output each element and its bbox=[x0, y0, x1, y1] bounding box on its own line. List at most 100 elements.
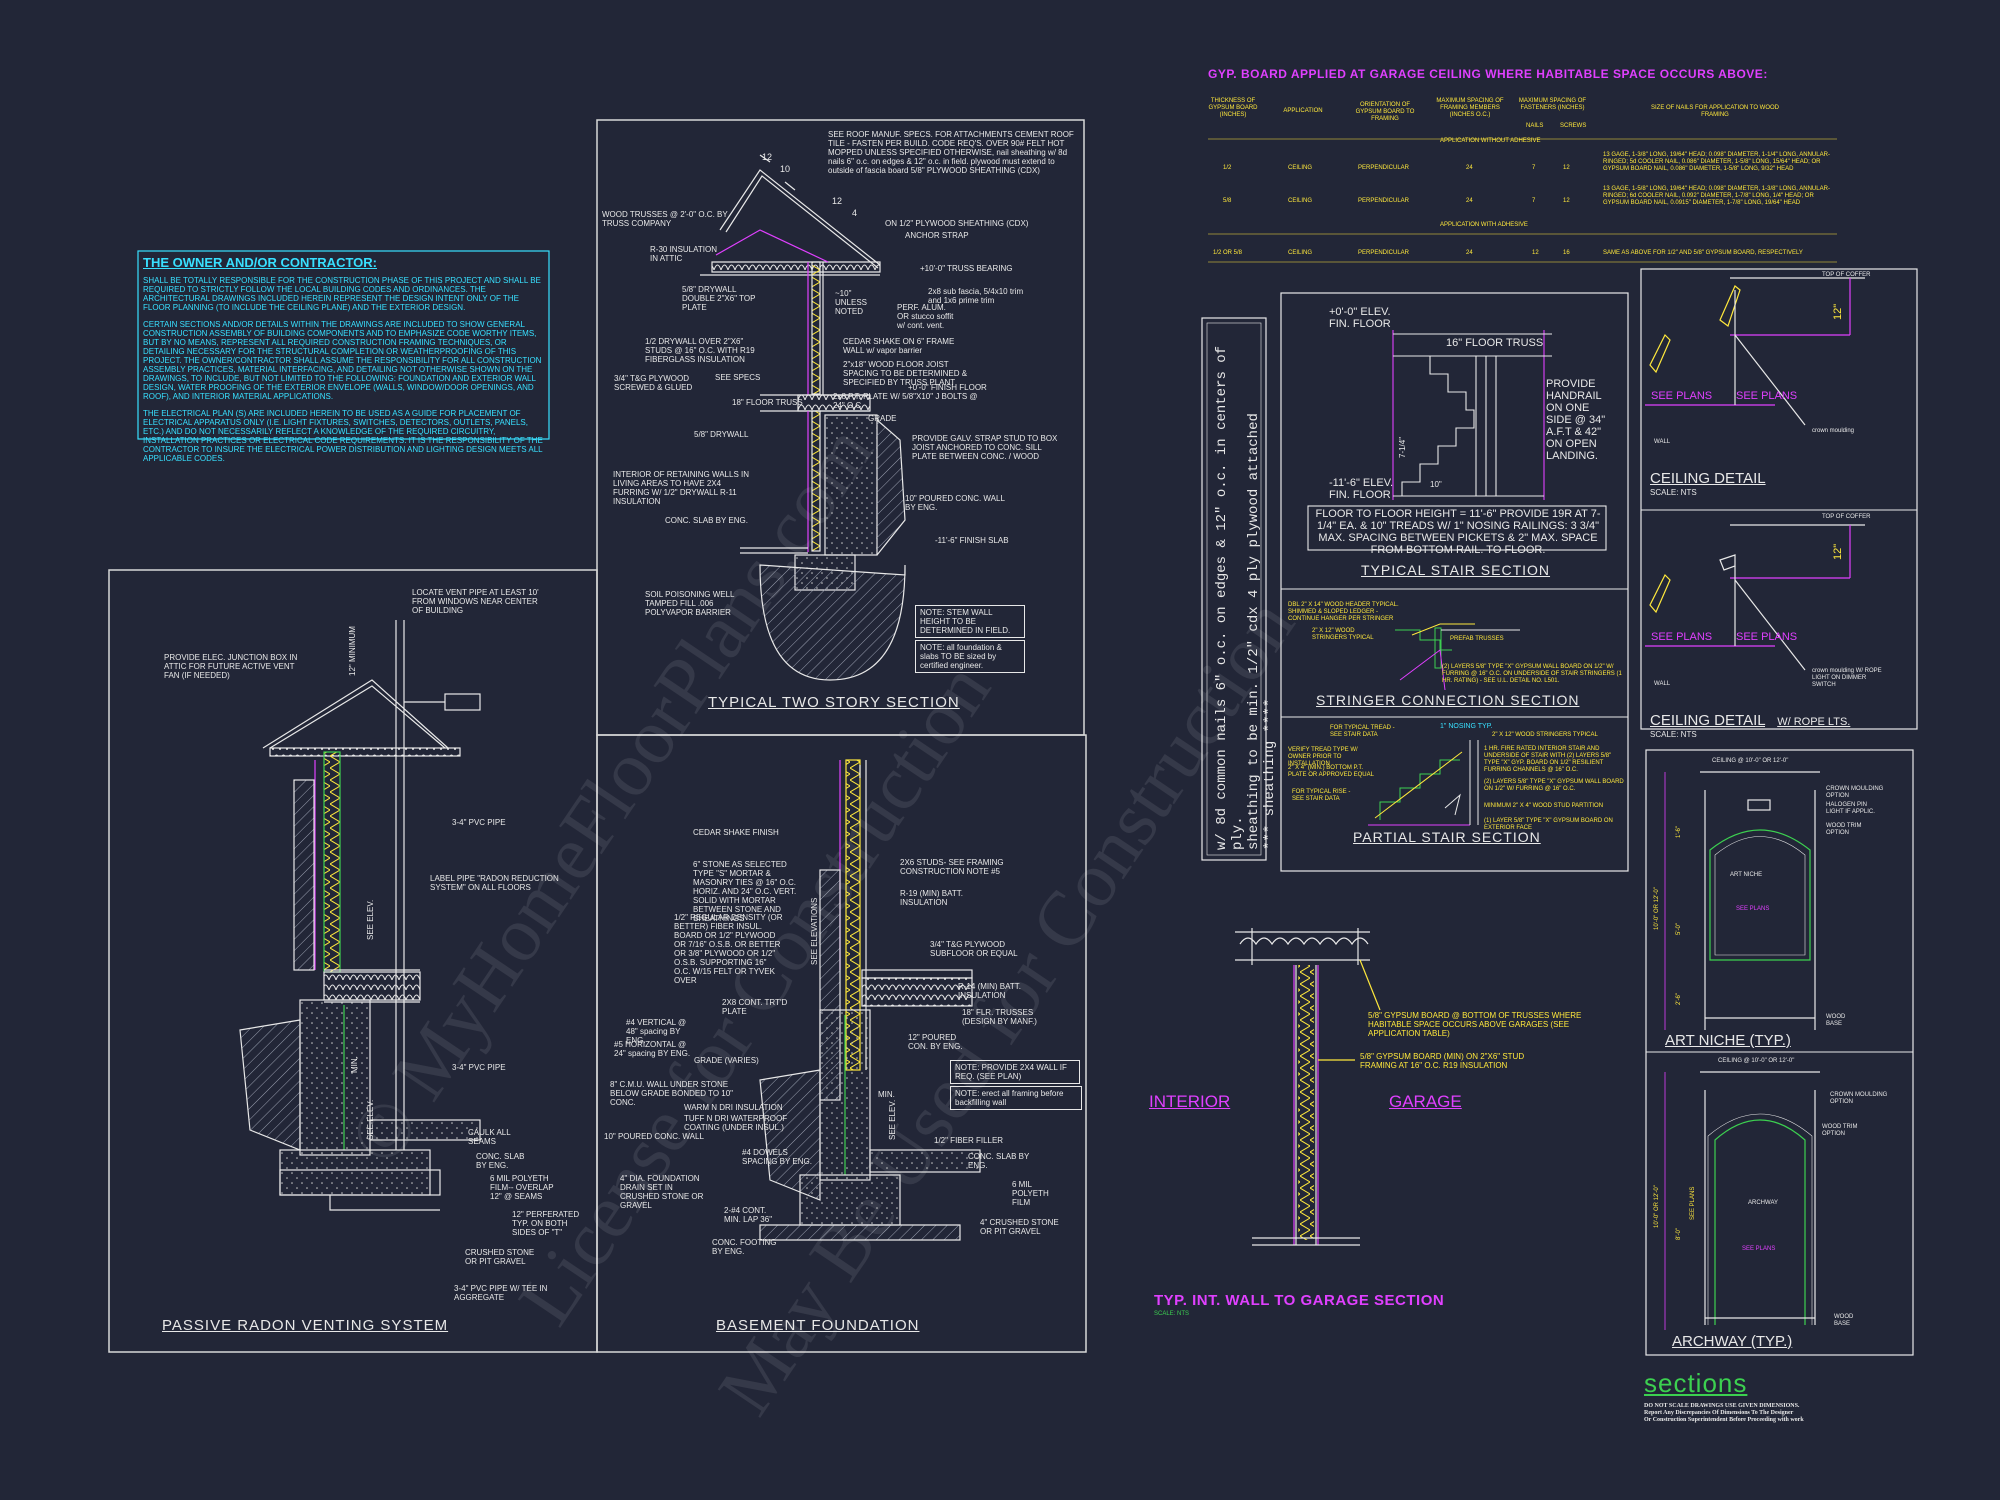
archway-dim: 8'-0" bbox=[1676, 1228, 1682, 1240]
ceiling2-crown: crown moulding W/ ROPE LIGHT ON DIMMER S… bbox=[1812, 668, 1882, 688]
two-story-title: TYPICAL TWO STORY SECTION bbox=[708, 694, 960, 711]
two-story-label: +0'-0" FINISH FLOOR bbox=[908, 383, 987, 392]
gyp-sub-nails: NAILS bbox=[1526, 123, 1544, 129]
gyp-cell: 1/2 bbox=[1223, 165, 1232, 171]
art-niche-drawing bbox=[1664, 771, 1820, 1030]
gyp-cell: 24 bbox=[1466, 198, 1473, 204]
archway-drawing bbox=[1664, 1071, 1820, 1330]
archway-title: ARCHWAY (TYP.) bbox=[1672, 1333, 1793, 1350]
sheet-note-line-3: Or Construction Superintendent Before Pr… bbox=[1644, 1417, 1804, 1423]
basement-label: 1/2" FIBER FILLER bbox=[934, 1136, 1004, 1145]
radon-label: SEE ELEV. bbox=[366, 1099, 375, 1140]
stair-handrail-note: PROVIDE HANDRAIL ON ONE SIDE @ 34" A.F.T… bbox=[1546, 378, 1606, 462]
two-story-label: CEDAR SHAKE ON 6" FRAME WALL w/ vapor ba… bbox=[843, 337, 955, 355]
basement-label: 3/4" T&G PLYWOOD SUBFLOOR OR EQUAL bbox=[930, 940, 1018, 958]
art-niche-title: ART NICHE (TYP.) bbox=[1665, 1032, 1791, 1049]
two-story-label: WOOD TRUSSES @ 2'-0" O.C. BY TRUSS COMPA… bbox=[602, 210, 728, 228]
basement-label: 6" STONE AS SELECTED TYPE "S" MORTAR & M… bbox=[693, 860, 797, 923]
two-story-label: SOIL POISONING WELL TAMPED FILL .006 POL… bbox=[645, 590, 735, 617]
two-story-label: 1/2 DRYWALL OVER 2"X6" STUDS @ 16" O.C. … bbox=[645, 337, 755, 364]
radon-label: 12" PERFERATED TYP. ON BOTH SIDES OF "T" bbox=[512, 1210, 580, 1237]
two-story-label: 2x8 sub fascia, 5/4x10 trim and 1x6 prim… bbox=[928, 287, 1024, 305]
art-niche-ceiling: CEILING @ 10'-0" OR 12'-0" bbox=[1712, 758, 1789, 764]
two-story-label: R-30 INSULATION IN ATTIC bbox=[650, 245, 717, 263]
pitch-1-rise: 10 bbox=[780, 164, 791, 174]
partial-stair-label: 2" X 12" WOOD STRINGERS TYPICAL bbox=[1492, 732, 1598, 738]
archway-ceiling: CEILING @ 10'-0" OR 12'-0" bbox=[1718, 1058, 1795, 1064]
basement-label: #4 DOWELS SPACING BY ENG. bbox=[742, 1148, 812, 1166]
two-story-label: ANCHOR STRAP bbox=[905, 231, 969, 240]
gyp-header-application: APPLICATION bbox=[1283, 108, 1323, 114]
basement-frame-note: NOTE: erect all framing before backfilli… bbox=[950, 1086, 1082, 1110]
partial-stair-label: MINIMUM 2" X 4" WOOD STUD PARTITION bbox=[1484, 803, 1604, 809]
stringer-label: (2) LAYERS 5/8" TYPE "X" GYPSUM WALL BOA… bbox=[1442, 664, 1622, 684]
garage-note-2: 5/8" GYPSUM BOARD (MIN) ON 2"X6" STUD FR… bbox=[1360, 1052, 1525, 1070]
pitch-2-run: 12 bbox=[832, 196, 843, 206]
basement-label: TUFF N DRI WATERPROOF COATING (UNDER INS… bbox=[684, 1114, 788, 1132]
two-story-label: -11'-6" FINISH SLAB bbox=[935, 536, 1009, 545]
owner-note-para-1: SHALL BE TOTALLY RESPONSIBLE FOR THE CON… bbox=[143, 276, 541, 312]
gyp-cell: PERPENDICULAR bbox=[1358, 250, 1410, 256]
partial-stair-drawing bbox=[1368, 740, 1479, 826]
basement-drawing bbox=[759, 759, 981, 1241]
two-story-label: PERF. ALUM. OR stucco soffit w/ cont. ve… bbox=[897, 303, 954, 330]
stair-title: TYPICAL STAIR SECTION bbox=[1361, 562, 1551, 578]
stair-bot-elev: -11'-6" ELEV. FIN. FLOOR bbox=[1329, 477, 1394, 501]
art-niche-dim: 5'-0" bbox=[1676, 923, 1682, 935]
garage-wall-scale: SCALE: NTS bbox=[1154, 1311, 1190, 1317]
gyp-cell: 24 bbox=[1466, 250, 1473, 256]
gyp-sub-screws: SCREWS bbox=[1560, 123, 1587, 129]
archway-dim: SEE PLANS bbox=[1690, 1186, 1696, 1220]
two-story-label: INTERIOR OF RETAINING WALLS IN LIVING AR… bbox=[613, 470, 750, 506]
gyp-header-orientation: ORIENTATION OF GYPSUM BOARD TO FRAMING bbox=[1355, 102, 1415, 122]
partial-stair-label: FOR TYPICAL TREAD - SEE STAIR DATA bbox=[1330, 725, 1395, 738]
gyp-cell: CEILING bbox=[1288, 198, 1313, 204]
gyp-cell: PERPENDICULAR bbox=[1358, 198, 1410, 204]
radon-label: 3-4" PVC PIPE bbox=[452, 1063, 506, 1072]
stair-drawing bbox=[1307, 330, 1607, 551]
gyp-header-thickness: THICKNESS OF GYPSUM BOARD (INCHES) bbox=[1208, 98, 1258, 118]
sheet-note: DO NOT SCALE DRAWINGS USE GIVEN DIMENSIO… bbox=[1644, 1403, 1944, 1424]
radon-label: PROVIDE ELEC. JUNCTION BOX IN ATTIC FOR … bbox=[164, 653, 298, 680]
stringer-drawing bbox=[1395, 623, 1520, 691]
basement-label: 2-#4 CONT. MIN. LAP 36" bbox=[724, 1206, 773, 1224]
basement-label: 2X8 CONT. TRT'D PLATE bbox=[722, 998, 788, 1016]
basement-label: MIN. bbox=[878, 1090, 895, 1099]
ceiling1-top-label: TOP OF COFFER bbox=[1822, 272, 1871, 278]
radon-label: CONC. SLAB BY ENG. bbox=[476, 1152, 525, 1170]
archway-label: CROWN MOULDING OPTION bbox=[1830, 1092, 1888, 1105]
gyp-cell: 7 bbox=[1532, 198, 1536, 204]
owner-note-para-3: THE ELECTRICAL PLAN (S) ARE INCLUDED HER… bbox=[143, 409, 543, 463]
gyp-cell: 13 GAGE, 1-5/8" LONG, 19/64" HEAD; 0.098… bbox=[1603, 186, 1830, 206]
gyp-cell: 12 bbox=[1563, 165, 1570, 171]
gyp-cell: 16 bbox=[1563, 250, 1570, 256]
ceiling1-see-plans-2: SEE PLANS bbox=[1736, 390, 1798, 402]
ceiling1-crown: crown moulding bbox=[1812, 428, 1855, 434]
basement-label: #4 VERTICAL @ 48" spacing BY ENG. bbox=[626, 1018, 687, 1045]
basement-label: R-19 (MIN) BATT. INSULATION bbox=[900, 889, 963, 907]
ceiling-detail-1-drawing bbox=[1645, 277, 1865, 426]
basement-label: 8" C.M.U. WALL UNDER STONE BELOW GRADE B… bbox=[610, 1080, 734, 1107]
owner-note: THE OWNER AND/OR CONTRACTOR: SHALL BE TO… bbox=[143, 255, 545, 463]
ceiling2-title-main: CEILING DETAIL bbox=[1650, 712, 1766, 729]
partial-stair-label: (2) LAYERS 5/8" TYPE "X" GYPSUM WALL BOA… bbox=[1484, 779, 1624, 792]
art-niche-label: ART NICHE bbox=[1730, 872, 1763, 878]
partial-stair-label: (1) LAYER 5/8" TYPE "X" GYPSUM BOARD ON … bbox=[1484, 818, 1613, 831]
basement-title: BASEMENT FOUNDATION bbox=[716, 1317, 920, 1334]
ceiling2-title: CEILING DETAIL W/ ROPE LTS. bbox=[1650, 712, 1850, 729]
stair-dim-tread: 10" bbox=[1430, 480, 1442, 489]
art-niche-label: SEE PLANS bbox=[1736, 906, 1770, 912]
basement-label: 10" POURED CONC. WALL bbox=[604, 1132, 704, 1141]
basement-label: 12" POURED CON. BY ENG. bbox=[908, 1033, 963, 1051]
ceiling-detail-2-drawing bbox=[1645, 524, 1865, 671]
basement-frame bbox=[596, 734, 1087, 1353]
radon-drawing bbox=[239, 620, 481, 1211]
ceiling2-scale: SCALE: NTS bbox=[1650, 730, 1697, 739]
gyp-header-nails: SIZE OF NAILS FOR APPLICATION TO WOOD FR… bbox=[1650, 105, 1780, 118]
partial-stair-label: 1 HR. FIRE RATED INTERIOR STAIR AND UNDE… bbox=[1484, 746, 1612, 773]
owner-note-box bbox=[137, 250, 550, 440]
two-story-label: 2"x18" WOOD FLOOR JOIST SPACING TO BE DE… bbox=[843, 360, 968, 387]
ceiling1-scale: SCALE: NTS bbox=[1650, 488, 1697, 497]
art-niche-label: CROWN MOULDING OPTION bbox=[1826, 786, 1884, 799]
